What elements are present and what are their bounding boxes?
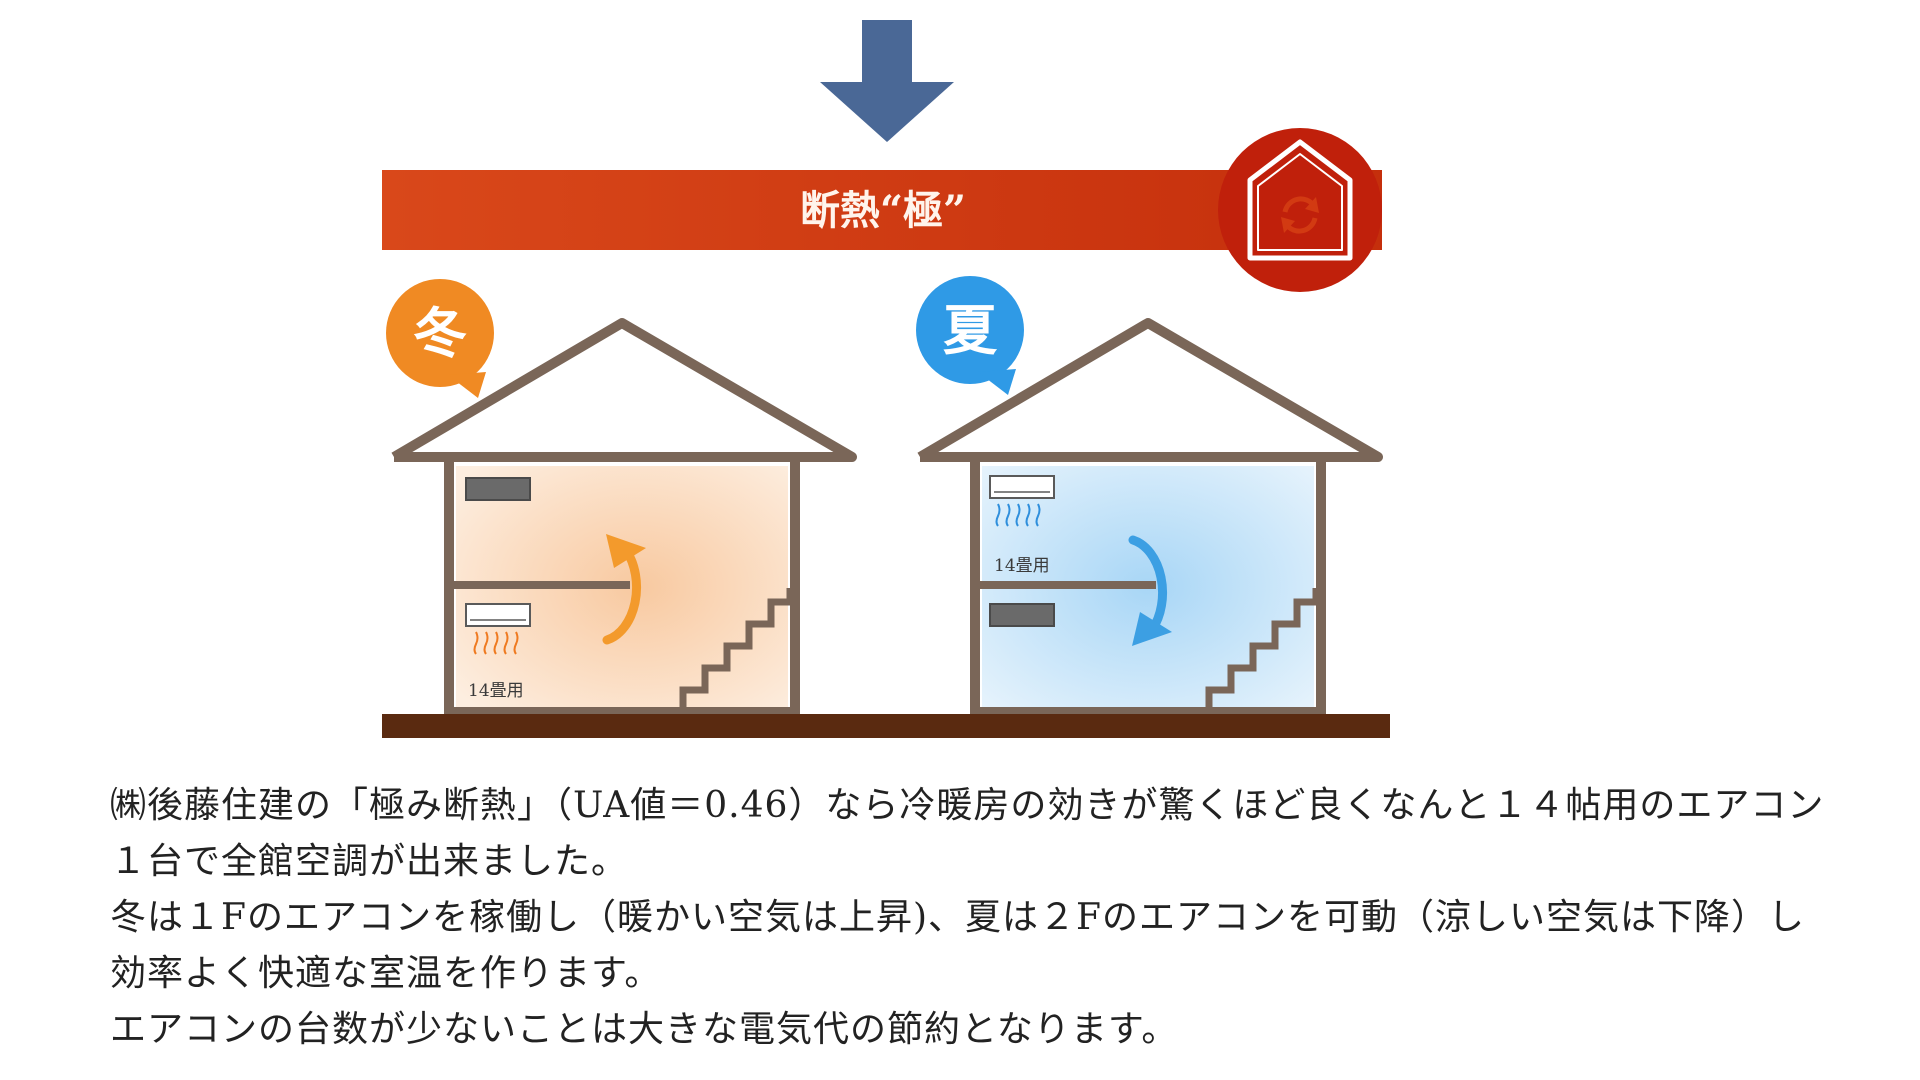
insulation-banner: 断熱“極” (382, 170, 1382, 250)
winter-house: 14畳用 (391, 318, 857, 717)
winter-ac-capacity-label: 14畳用 (468, 681, 524, 701)
house-cycle-icon (1218, 128, 1382, 292)
winter-badge-label: 冬 (413, 301, 467, 365)
warm-air-wave-icon (473, 631, 519, 655)
summer-badge-label: 夏 (943, 298, 998, 362)
cool-air-wave-icon (995, 503, 1041, 527)
warm-air-arrow (602, 534, 646, 645)
cool-air-arrow (1128, 535, 1172, 646)
description-text: ㈱後藤住建の「極み断熱」（UA値＝0.46）なら冷暖房の効きが驚くほど良くなんと… (110, 778, 1830, 1058)
ac-unit-lower-off (989, 603, 1055, 627)
down-arrow-icon (820, 20, 954, 142)
summer-ac-capacity-label: 14畳用 (994, 556, 1050, 576)
banner-title: 断熱“極” (800, 187, 966, 234)
ac-unit-upper-on (989, 475, 1055, 499)
winter-badge: 冬 (386, 279, 494, 398)
caption-line: 冬は１Fのエアコンを稼働し（暖かい空気は上昇)、夏は２Fのエアコンを可動（涼しい… (110, 897, 1806, 994)
ac-unit-lower-on (465, 603, 531, 627)
caption-line: エアコンの台数が少ないことは大きな電気代の節約となります。 (110, 1009, 1179, 1050)
insulation-diagram: 断熱“極” 冬 夏 (382, 20, 1390, 738)
ground-line (382, 714, 1390, 738)
caption-line: ㈱後藤住建の「極み断熱」（UA値＝0.46）なら冷暖房の効きが驚くほど良くなんと… (110, 785, 1825, 882)
ac-unit-upper-off (465, 477, 531, 501)
summer-badge: 夏 (916, 276, 1024, 395)
summer-house: 14畳用 (917, 318, 1383, 717)
